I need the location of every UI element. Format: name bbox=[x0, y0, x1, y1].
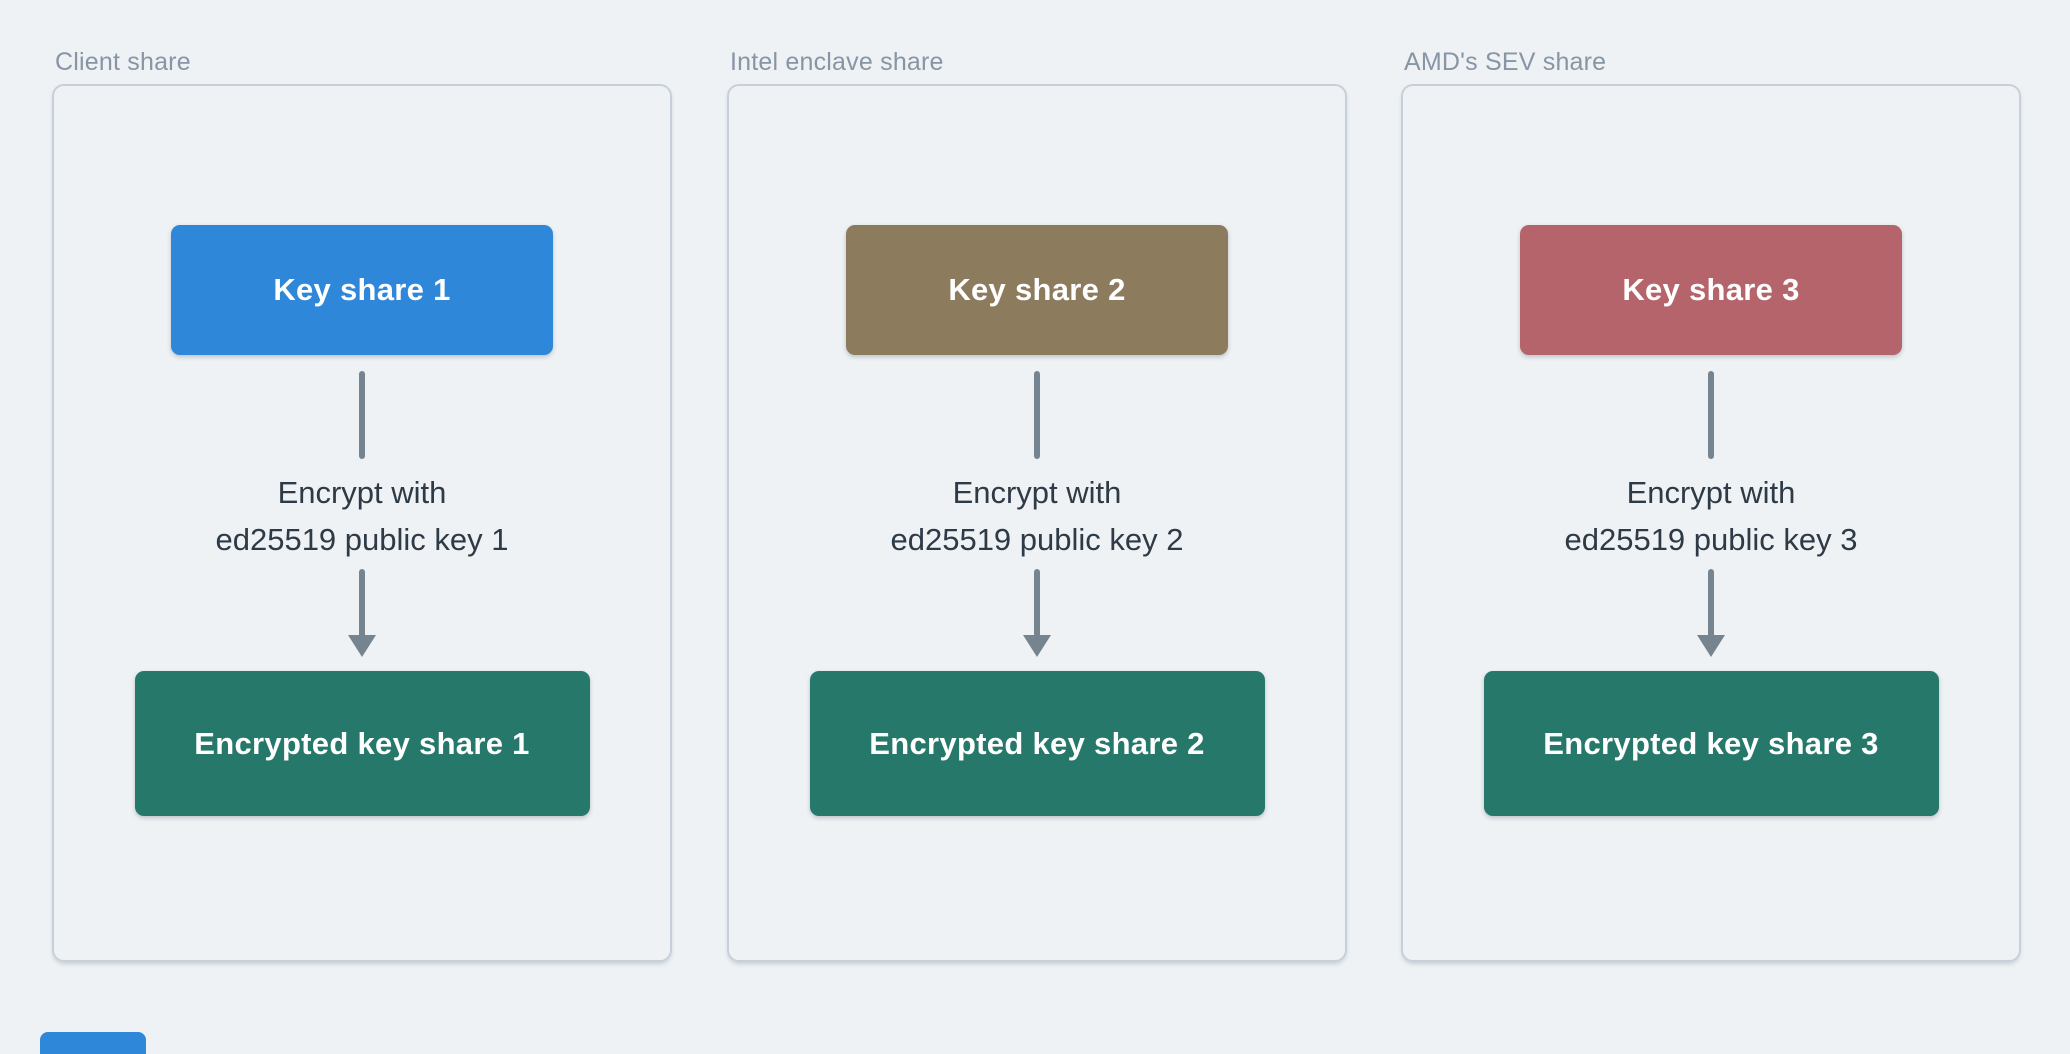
panel-intel-enclave-share: Key share 2 Encrypt with ed25519 public … bbox=[727, 84, 1347, 962]
encrypt-caption: Encrypt with ed25519 public key 1 bbox=[215, 469, 508, 563]
encrypt-caption-line2: ed25519 public key 1 bbox=[215, 522, 509, 557]
encrypted-key-share-box: Encrypted key share 2 bbox=[809, 671, 1265, 816]
panel-group-client: Client share Key share 1 Encrypt with ed… bbox=[52, 48, 672, 962]
encrypted-key-share-label: Encrypted key share 3 bbox=[1543, 725, 1879, 761]
key-share-box: Key share 2 bbox=[846, 225, 1228, 355]
arrow-shaft bbox=[1708, 569, 1714, 635]
connector-line bbox=[1708, 371, 1714, 459]
encrypted-key-share-label: Encrypted key share 1 bbox=[194, 725, 530, 761]
encrypt-caption-line2: ed25519 public key 3 bbox=[1564, 522, 1858, 557]
arrow-down bbox=[1023, 569, 1051, 657]
partial-next-box bbox=[40, 1032, 146, 1054]
encrypted-key-share-box: Encrypted key share 3 bbox=[1483, 671, 1939, 816]
encrypted-key-share-box: Encrypted key share 1 bbox=[134, 671, 590, 816]
encrypt-caption: Encrypt with ed25519 public key 3 bbox=[1564, 469, 1857, 563]
arrow-shaft bbox=[359, 569, 365, 635]
panel-amd-sev-share: Key share 3 Encrypt with ed25519 public … bbox=[1401, 84, 2021, 962]
encrypt-caption-line1: Encrypt with bbox=[277, 475, 447, 510]
arrow-head-icon bbox=[1697, 635, 1725, 657]
key-share-label: Key share 2 bbox=[948, 272, 1126, 307]
panel-client-share: Key share 1 Encrypt with ed25519 public … bbox=[52, 84, 672, 962]
encrypt-caption-line1: Encrypt with bbox=[1626, 475, 1796, 510]
panel-group-intel: Intel enclave share Key share 2 Encrypt … bbox=[727, 48, 1347, 962]
arrow-down bbox=[1697, 569, 1725, 657]
encrypt-caption: Encrypt with ed25519 public key 2 bbox=[890, 469, 1183, 563]
key-share-label: Key share 3 bbox=[1622, 272, 1800, 307]
connector-line bbox=[1034, 371, 1040, 459]
panel-group-amd: AMD's SEV share Key share 3 Encrypt with… bbox=[1401, 48, 2021, 962]
encrypt-caption-line2: ed25519 public key 2 bbox=[890, 522, 1184, 557]
panel-label: Client share bbox=[55, 48, 191, 76]
key-share-box: Key share 3 bbox=[1520, 225, 1902, 355]
key-share-label: Key share 1 bbox=[273, 272, 451, 307]
arrow-head-icon bbox=[348, 635, 376, 657]
connector-line bbox=[359, 371, 365, 459]
arrow-head-icon bbox=[1023, 635, 1051, 657]
panel-label: Intel enclave share bbox=[730, 48, 944, 76]
key-share-box: Key share 1 bbox=[171, 225, 553, 355]
panel-label: AMD's SEV share bbox=[1404, 48, 1607, 76]
arrow-shaft bbox=[1034, 569, 1040, 635]
arrow-down bbox=[348, 569, 376, 657]
encrypted-key-share-label: Encrypted key share 2 bbox=[869, 725, 1205, 761]
encrypt-caption-line1: Encrypt with bbox=[952, 475, 1122, 510]
